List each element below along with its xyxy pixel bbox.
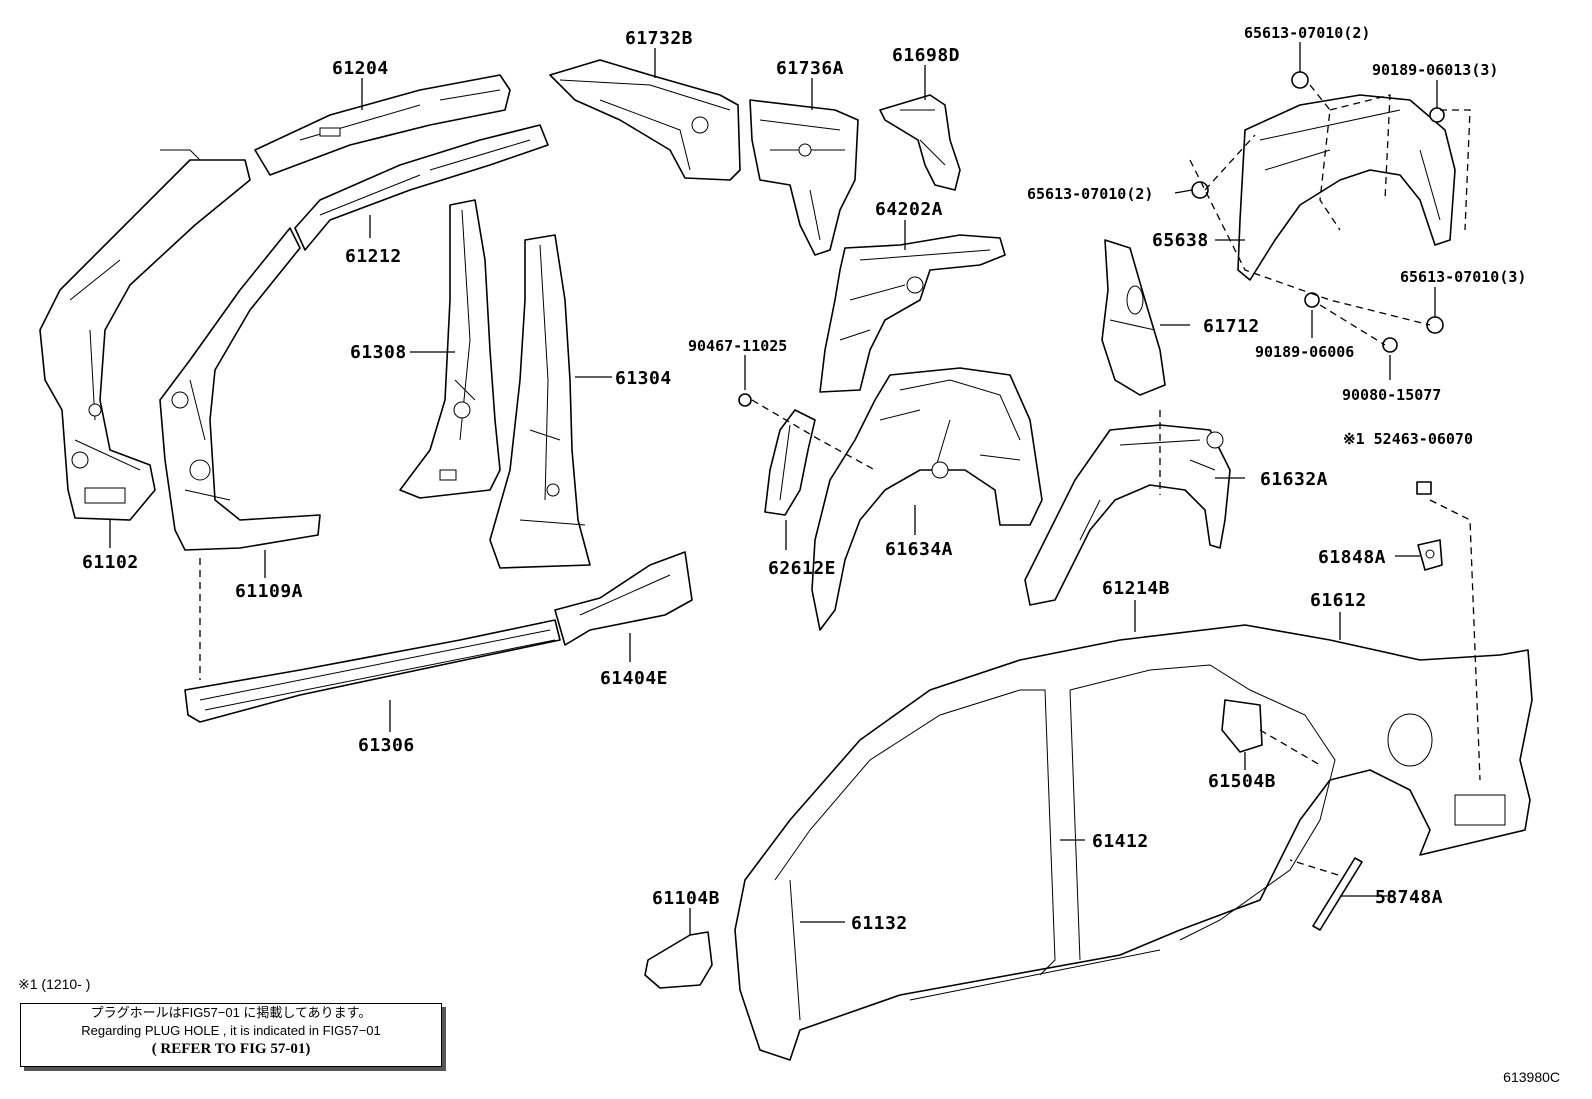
label-65613-top: 65613-07010(2) <box>1244 24 1370 42</box>
label-61504B: 61504B <box>1208 771 1276 792</box>
clip-65613-top <box>1291 71 1309 89</box>
label-61712: 61712 <box>1203 316 1260 337</box>
label-52463-06070: ※1 52463-06070 <box>1343 430 1473 448</box>
note-line-japanese: プラグホールはFIG57−01 に掲載してあります。 <box>90 1005 372 1020</box>
label-90189-06006: 90189-06006 <box>1255 343 1354 361</box>
label-61104B: 61104B <box>652 888 720 909</box>
part-61308 <box>399 199 501 499</box>
label-90080-15077: 90080-15077 <box>1342 386 1441 404</box>
fasteners <box>738 71 1445 407</box>
label-61634A: 61634A <box>885 539 953 560</box>
label-58748A: 58748A <box>1375 887 1443 908</box>
label-65613-right: 65613-07010(3) <box>1400 268 1526 286</box>
part-61732B <box>549 59 741 181</box>
part-61698D <box>879 94 961 191</box>
figure-number: 613980C <box>1503 1069 1560 1085</box>
part-side-outer-panel <box>734 624 1533 1061</box>
label-64202A: 64202A <box>875 199 943 220</box>
label-61632A: 61632A <box>1260 469 1328 490</box>
note-line-english: Regarding PLUG HOLE , it is indicated in… <box>81 1023 381 1038</box>
label-61308: 61308 <box>350 342 407 363</box>
label-61404E: 61404E <box>600 668 668 689</box>
dashed-lines <box>199 84 1481 876</box>
part-61212 <box>294 124 549 251</box>
part-61504B <box>1221 699 1263 753</box>
bolt-90080 <box>1382 337 1398 353</box>
label-61304: 61304 <box>615 368 672 389</box>
label-61102: 61102 <box>82 552 139 573</box>
part-61736A <box>749 99 859 256</box>
plug-hole-note: プラグホールはFIG57−01 に掲載してあります。 Regarding PLU… <box>20 1003 442 1067</box>
label-90467-11025: 90467-11025 <box>688 337 787 355</box>
label-90189-06013: 90189-06013(3) <box>1372 61 1498 79</box>
label-65613-mid: 65613-07010(2) <box>1027 185 1153 203</box>
leader-lines <box>109 42 1438 935</box>
label-61109A: 61109A <box>235 581 303 602</box>
part-61204 <box>254 74 511 176</box>
part-61634A <box>811 367 1043 631</box>
part-61848A <box>1417 539 1443 571</box>
part-61104B <box>644 931 713 989</box>
label-61214B: 61214B <box>1102 578 1170 599</box>
label-61204: 61204 <box>332 58 389 79</box>
part-65638 <box>1237 94 1456 281</box>
label-61736A: 61736A <box>776 58 844 79</box>
screw-90467 <box>738 393 752 407</box>
label-61306: 61306 <box>358 735 415 756</box>
note-refer-line: ( REFER TO FIG 57-01) <box>151 1041 311 1057</box>
label-61212: 61212 <box>345 246 402 267</box>
part-61102 <box>39 149 251 521</box>
screw-90189-06006 <box>1304 292 1320 308</box>
part-61306 <box>184 619 561 723</box>
part-61712 <box>1101 239 1166 396</box>
part-58748A <box>1312 857 1363 931</box>
label-61132: 61132 <box>851 913 908 934</box>
part-61304 <box>489 234 591 569</box>
label-65638: 65638 <box>1152 230 1209 251</box>
part-61632A <box>1024 424 1231 606</box>
part-52463 <box>1416 481 1432 495</box>
label-61848A: 61848A <box>1318 547 1386 568</box>
label-61412: 61412 <box>1092 831 1149 852</box>
label-61698D: 61698D <box>892 45 960 66</box>
part-61404E <box>554 551 693 646</box>
part-62612E <box>764 409 816 516</box>
part-61109A <box>159 227 321 551</box>
part-64202A <box>819 234 1006 393</box>
footnote-serial-range: ※1 (1210- ) <box>18 976 91 992</box>
label-61612: 61612 <box>1310 590 1367 611</box>
label-62612E: 62612E <box>768 558 836 579</box>
label-61732B: 61732B <box>625 28 693 49</box>
